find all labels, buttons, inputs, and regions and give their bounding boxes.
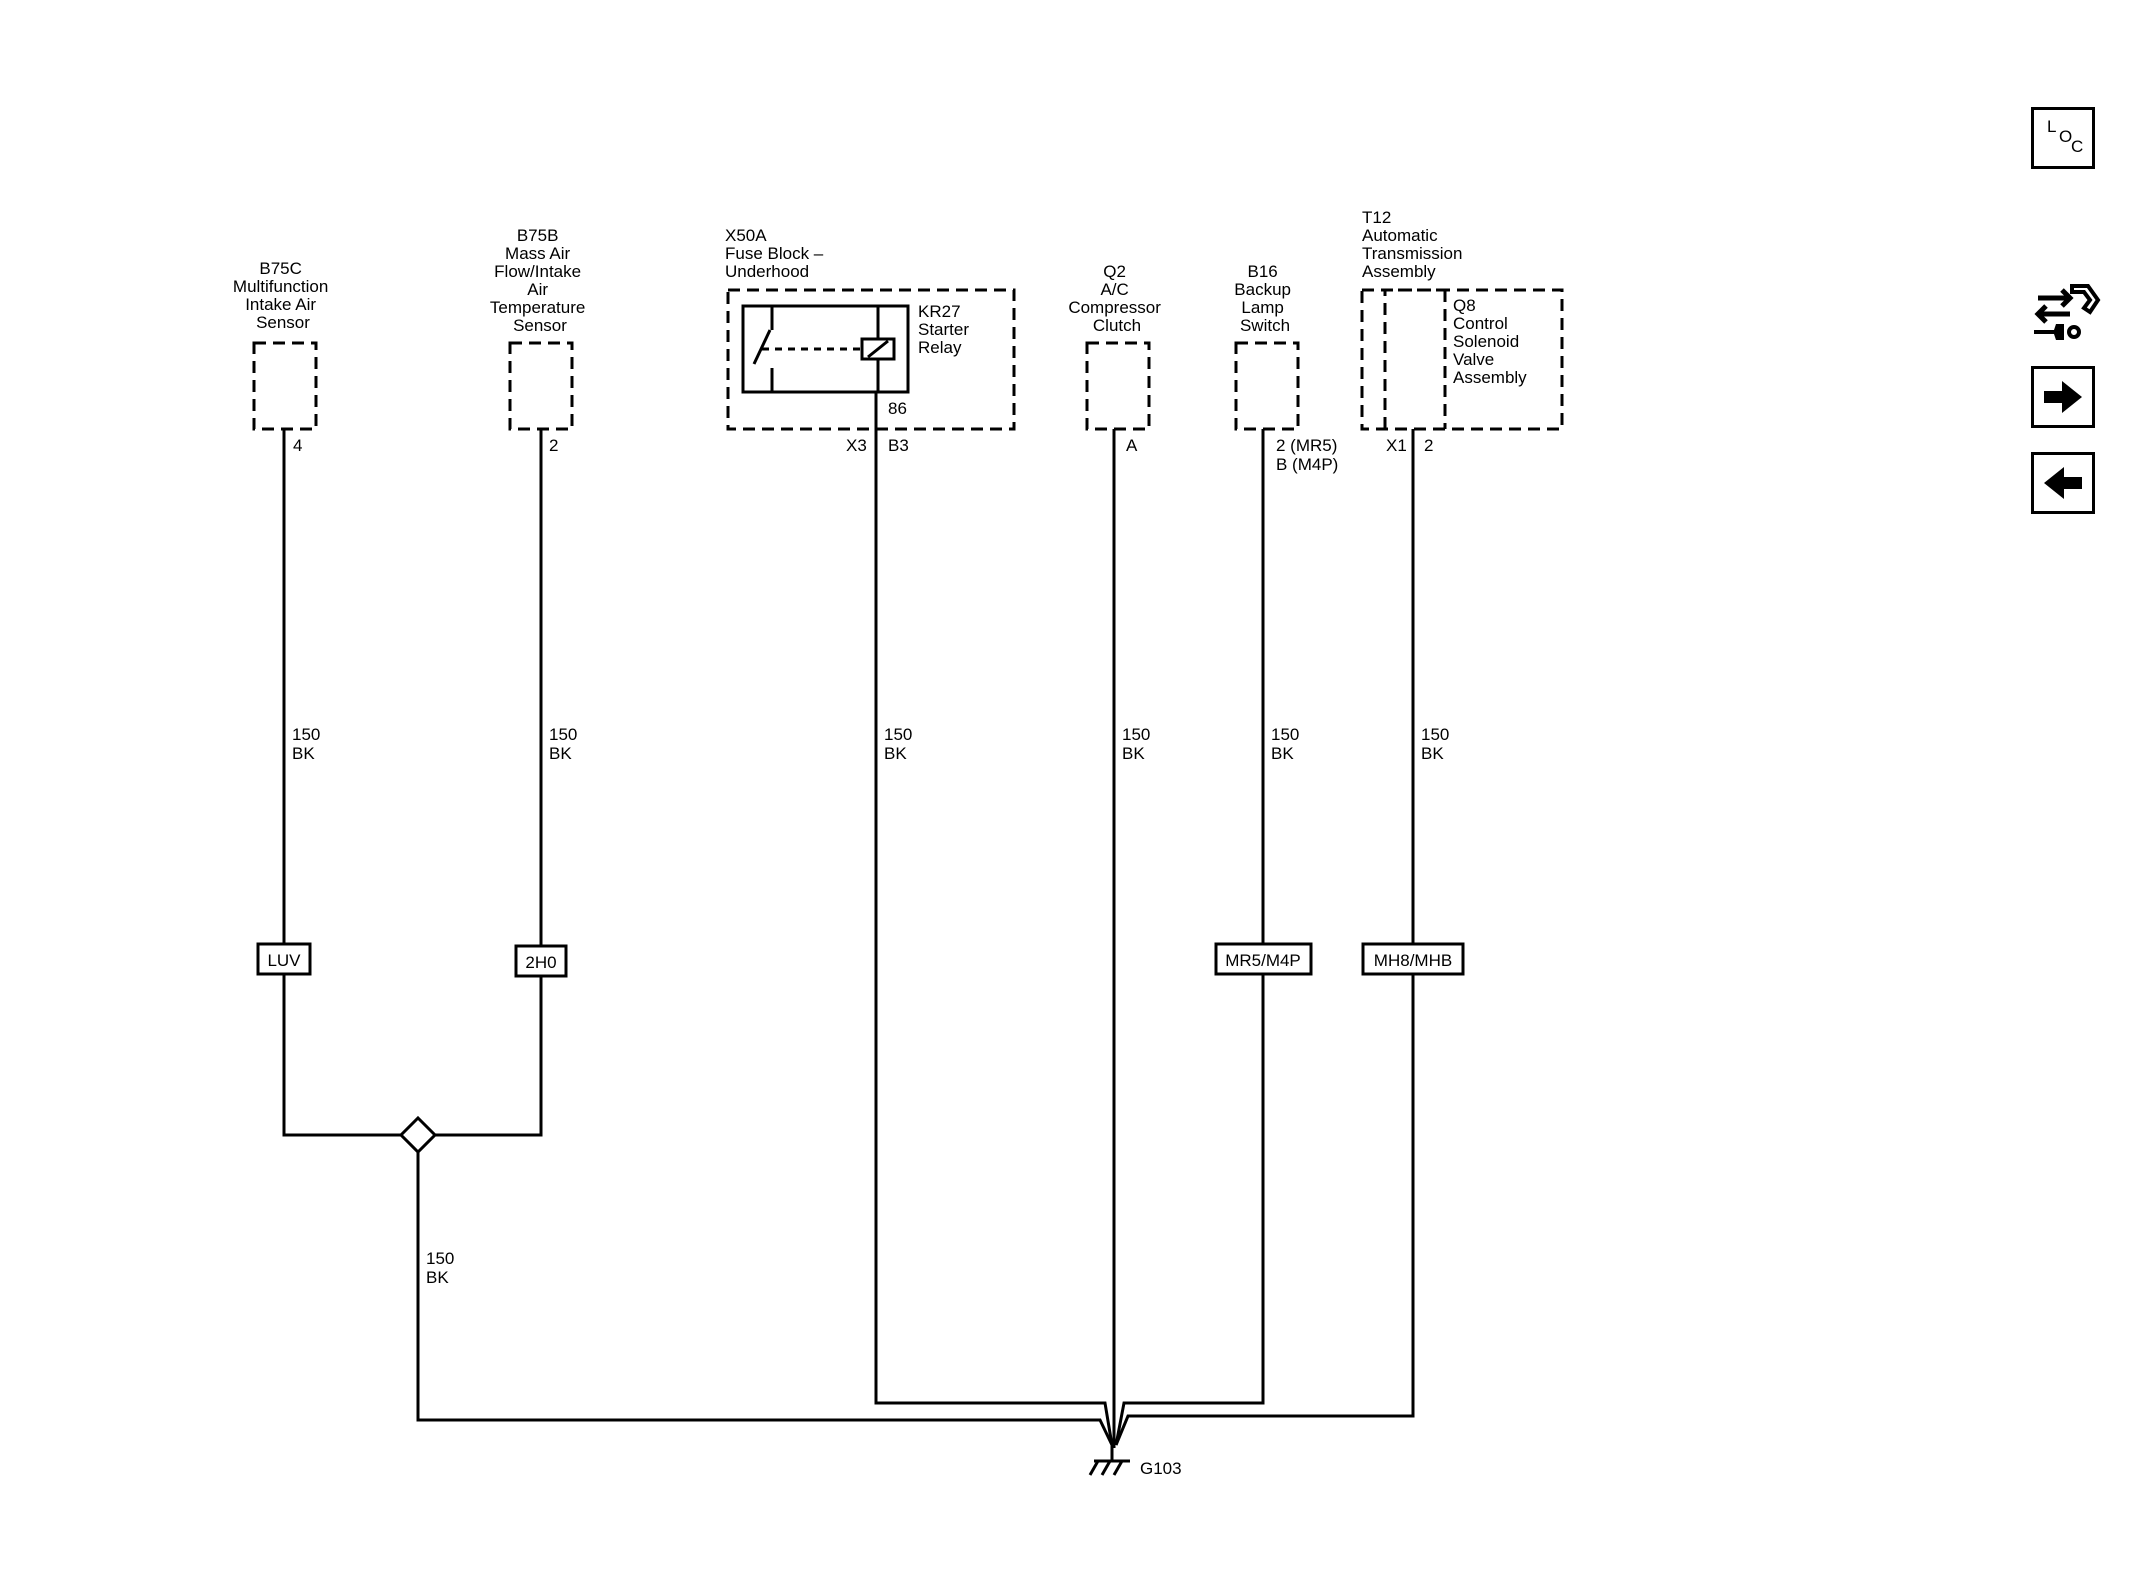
wire-labels: 150 BK 150 BK 150 BK 150 BK 150 BK 150 B… (292, 725, 1454, 1287)
q2-outline (1085, 341, 1151, 431)
q8-label: Q8 Control Solenoid Valve Assembly (1453, 296, 1527, 387)
svg-text:MH8/MHB: MH8/MHB (1374, 951, 1452, 970)
svg-text:MR5/M4P: MR5/M4P (1225, 951, 1301, 970)
x50a-pin: B3 (888, 436, 909, 455)
t12-connector: X1 (1386, 436, 1407, 455)
wire-splice-to-ground[interactable] (416, 1135, 1114, 1446)
svg-text:C: C (2071, 137, 2083, 156)
wire-label-3: 150 BK (884, 725, 917, 763)
component-b16[interactable]: B16 Backup Lamp Switch 2 (MR5) B (M4P) (1234, 262, 1342, 474)
left-arrow-glyph (2044, 467, 2082, 499)
option-flag-2h0[interactable]: 2H0 (514, 944, 568, 978)
x50a-label: X50A Fuse Block – Underhood (725, 226, 828, 281)
loc-glyph: L O C (2047, 117, 2083, 156)
q8-inner-outline (1383, 288, 1445, 431)
ground-hatch-3 (1112, 1460, 1124, 1476)
option-flag-mh8-mhb[interactable]: MH8/MHB (1361, 942, 1465, 976)
wire-label-4: 150 BK (1122, 725, 1155, 763)
wire-label-6: 150 BK (1421, 725, 1454, 763)
b16-outline (1234, 341, 1300, 431)
right-arrow-glyph (2044, 381, 2082, 413)
t12-label: T12 Automatic Transmission Assembly (1362, 208, 1467, 281)
b75c-label: B75C Multifunction Intake Air Sensor (233, 259, 333, 332)
t12-outline (1360, 288, 1564, 431)
relay-coil-slash (867, 339, 889, 359)
svg-text:O: O (2059, 127, 2072, 146)
x50a-outline (726, 288, 1016, 431)
location-icon[interactable]: L O C (2031, 107, 2095, 169)
ground-label: G103 (1140, 1459, 1182, 1478)
kr27-pin: 86 (888, 399, 907, 418)
wire-b75b[interactable] (418, 429, 543, 1137)
b75c-pin: 4 (293, 436, 302, 455)
wire-label-5: 150 BK (1271, 725, 1304, 763)
ground-g103[interactable]: G103 (1088, 1445, 1182, 1478)
option-flag-luv[interactable]: LUV (256, 942, 312, 976)
component-x50a[interactable]: X50A Fuse Block – Underhood KR27 Starter… (725, 226, 1016, 455)
wire-b16[interactable] (1114, 429, 1265, 1446)
b75b-pin: 2 (549, 436, 558, 455)
svg-text:L: L (2047, 117, 2056, 136)
svg-text:LUV: LUV (267, 951, 301, 970)
q2-label: Q2 A/C Compressor Clutch (1068, 262, 1165, 335)
x50a-connector: X3 (846, 436, 867, 455)
option-flag-mr5-m4p[interactable]: MR5/M4P (1214, 942, 1313, 976)
wire-label-2: 150 BK (549, 725, 582, 763)
wire-x50a[interactable] (874, 429, 1114, 1446)
kr27-relay[interactable]: KR27 Starter Relay 86 (741, 302, 974, 418)
splice-diamond[interactable] (398, 1115, 438, 1155)
wire-b75c[interactable] (282, 429, 418, 1137)
ground-hatch-1 (1088, 1460, 1100, 1476)
wire-t12[interactable] (1114, 429, 1415, 1446)
next-arrow-icon[interactable] (2031, 366, 2095, 428)
component-b75b[interactable]: B75B Mass Air Flow/Intake Air Temperatur… (490, 226, 590, 455)
component-b75c[interactable]: B75C Multifunction Intake Air Sensor 4 (233, 259, 333, 455)
b75b-label: B75B Mass Air Flow/Intake Air Temperatur… (490, 226, 590, 335)
connector-glyph (2034, 284, 2101, 340)
kr27-label: KR27 Starter Relay (918, 302, 974, 357)
previous-arrow-icon[interactable] (2031, 452, 2095, 514)
svg-text:2H0: 2H0 (525, 953, 556, 972)
q8-solenoid-valve[interactable]: Q8 Control Solenoid Valve Assembly (1383, 288, 1527, 431)
t12-pin: 2 (1424, 436, 1433, 455)
q2-pin: A (1126, 436, 1138, 455)
wire-label-7: 150 BK (426, 1249, 459, 1287)
b75b-outline (508, 341, 574, 431)
b16-label: B16 Backup Lamp Switch (1234, 262, 1295, 335)
component-t12[interactable]: T12 Automatic Transmission Assembly Q8 C… (1360, 208, 1564, 455)
component-q2[interactable]: Q2 A/C Compressor Clutch A (1068, 262, 1165, 455)
connector-icon[interactable] (2030, 278, 2102, 348)
kr27-relay-box (741, 304, 910, 394)
wires (282, 392, 1415, 1448)
b16-pins: 2 (MR5) B (M4P) (1276, 436, 1342, 474)
relay-switch-blade (752, 329, 772, 365)
wire-label-1: 150 BK (292, 725, 325, 763)
b75c-outline (252, 341, 318, 431)
ground-hatch-2 (1100, 1460, 1112, 1476)
option-flags: LUV 2H0 MR5/M4P MH8/MHB (256, 942, 1465, 978)
